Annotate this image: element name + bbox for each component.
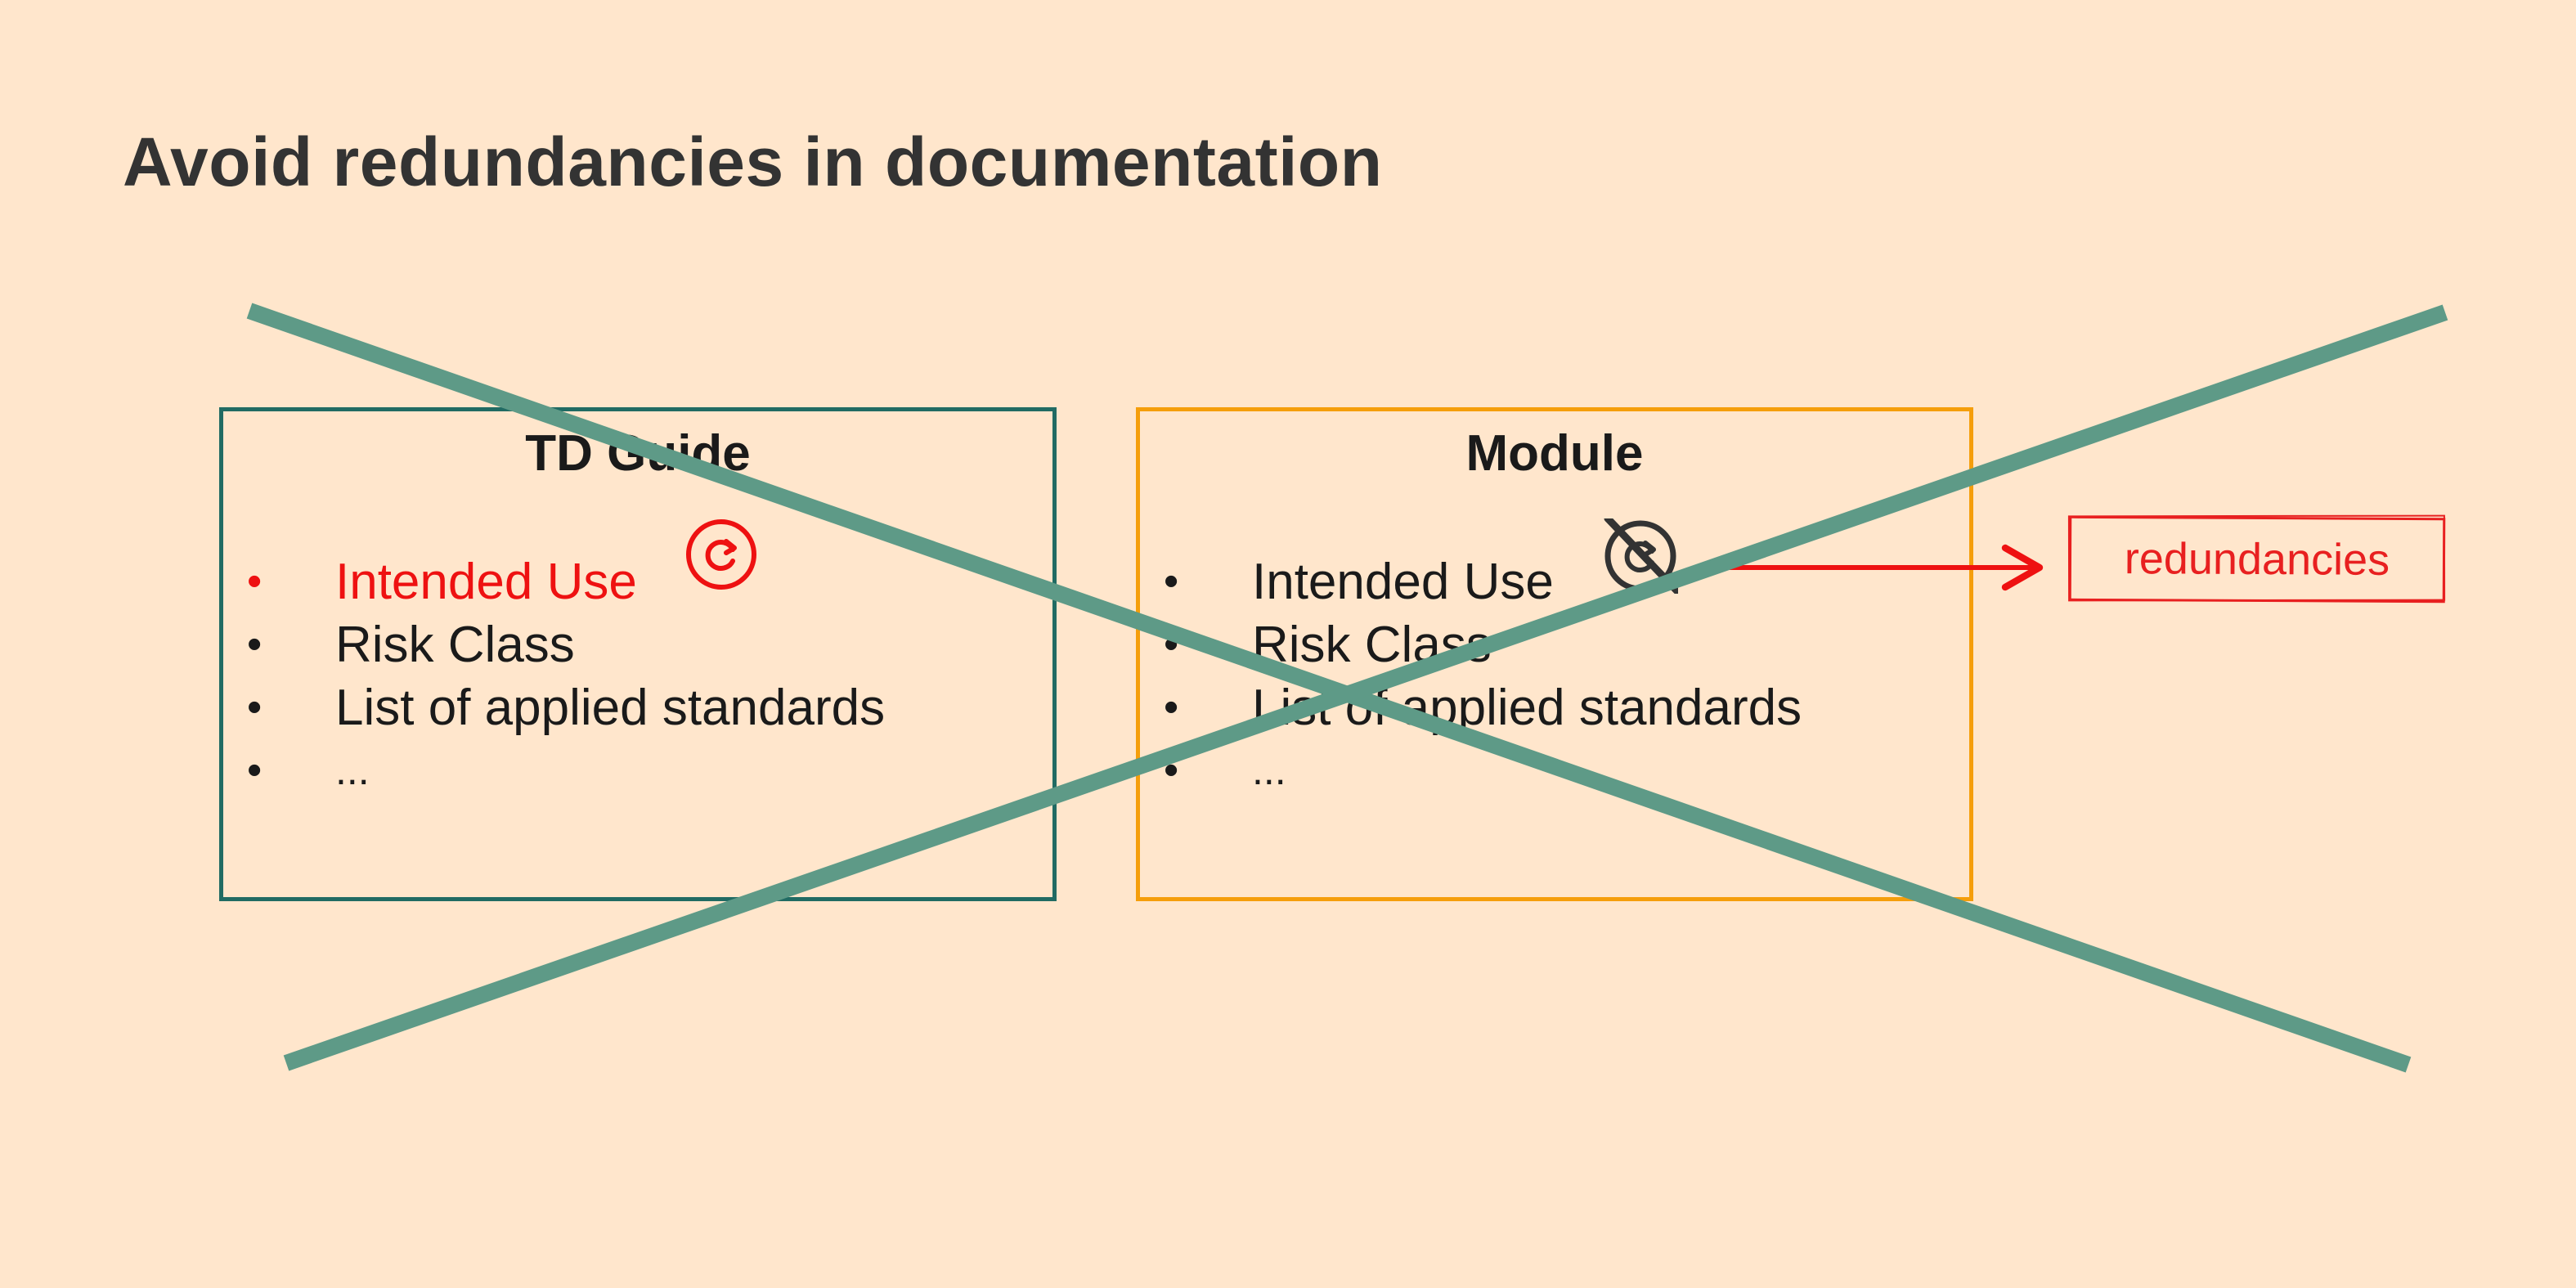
list-item-label: Intended Use [335, 554, 637, 610]
list-item-label: ... [1252, 747, 1286, 793]
page-title: Avoid redundancies in documentation [123, 123, 1383, 200]
td-guide-box: TD Guide Intended Use Risk Class List of… [219, 407, 1057, 901]
td-guide-list: Intended Use Risk Class List of applied … [223, 550, 885, 802]
list-item-label: Risk Class [335, 617, 575, 673]
cross-line-2 [283, 304, 2448, 1071]
cross-line-1 [246, 303, 2412, 1073]
refresh-icon [684, 517, 759, 592]
list-item-label: Intended Use [1252, 554, 1554, 610]
list-item: Intended Use [223, 550, 885, 613]
list-item: ... [223, 739, 885, 802]
list-item-label: ... [335, 747, 370, 793]
module-title: Module [1465, 425, 1644, 482]
list-item-label: List of applied standards [335, 680, 886, 736]
list-item: Intended Use [1140, 550, 1802, 613]
list-item: Risk Class [223, 613, 885, 676]
list-item: List of applied standards [223, 676, 885, 739]
